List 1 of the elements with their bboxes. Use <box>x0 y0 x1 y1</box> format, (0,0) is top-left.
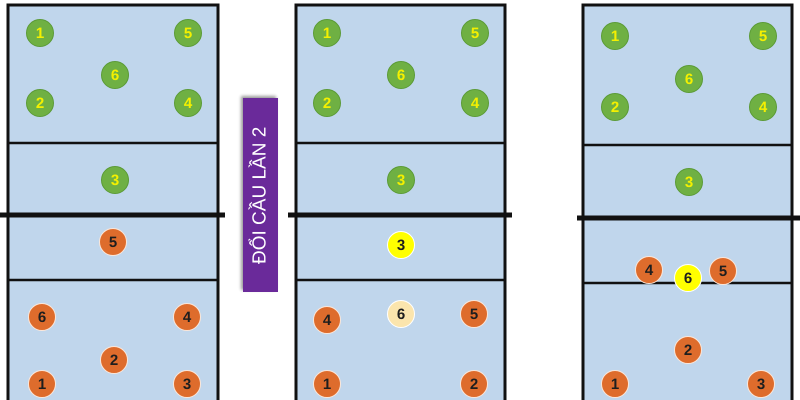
rotation-banner: ĐỔI CẦU LẦN 2 <box>243 98 278 292</box>
